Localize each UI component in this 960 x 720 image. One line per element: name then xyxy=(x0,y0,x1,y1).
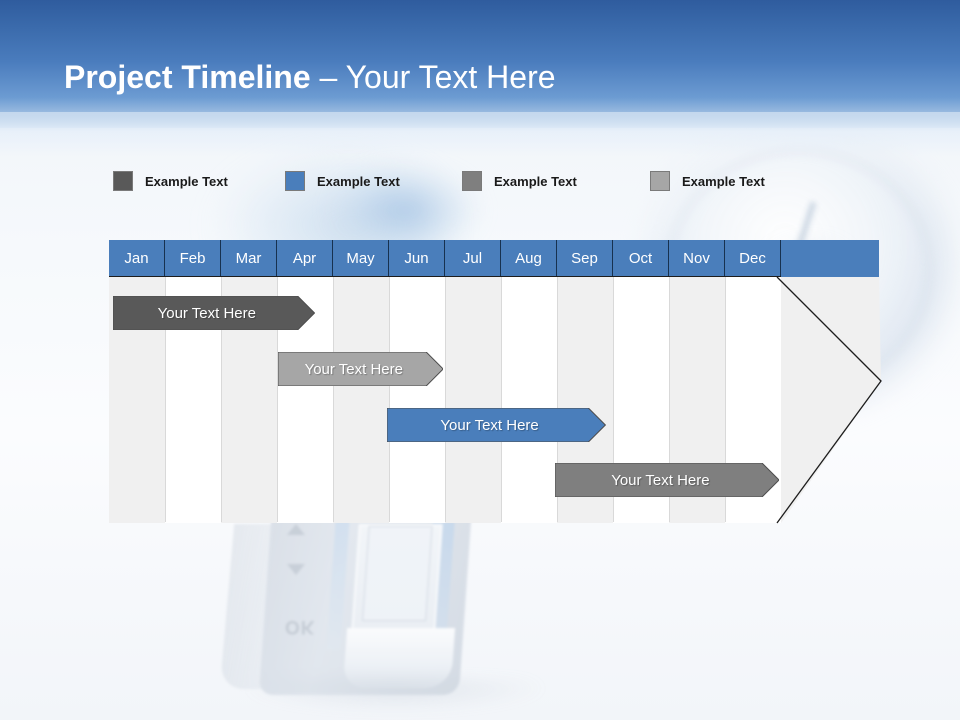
column-separator xyxy=(669,276,670,522)
month-header-cell-jul[interactable]: Jul xyxy=(445,240,501,276)
column-separator xyxy=(277,276,278,522)
column-separator xyxy=(221,276,222,522)
month-column-band xyxy=(109,240,165,523)
legend-swatch-icon xyxy=(113,171,133,191)
timeline-task-bar[interactable]: Your Text Here xyxy=(113,296,315,330)
legend-item[interactable]: Example Text xyxy=(462,170,577,192)
timeline-task-bar[interactable]: Your Text Here xyxy=(387,408,606,442)
month-column-band xyxy=(165,240,221,523)
device-screen xyxy=(351,524,443,633)
legend-item[interactable]: Example Text xyxy=(113,170,228,192)
title-band-fade xyxy=(0,112,960,156)
legend-swatch-icon xyxy=(462,171,482,191)
device-screen-inner xyxy=(362,526,433,621)
month-column-band xyxy=(445,240,501,523)
timeline-task-bar[interactable]: Your Text Here xyxy=(278,352,444,386)
month-column-band xyxy=(501,240,557,523)
column-separator xyxy=(725,276,726,522)
title-light-text: – Your Text Here xyxy=(310,59,556,95)
column-separator xyxy=(613,276,614,522)
header-underline xyxy=(109,276,781,277)
legend: Example Text Example Text Example Text Exam… xyxy=(113,170,873,194)
month-header-cell-may[interactable]: May xyxy=(333,240,389,276)
month-header-cell-nov[interactable]: Nov xyxy=(669,240,725,276)
month-header-cell-sep[interactable]: Sep xyxy=(557,240,613,276)
device-shadow xyxy=(245,678,545,712)
column-separator xyxy=(445,276,446,522)
month-header-cell-jan[interactable]: Jan xyxy=(109,240,165,276)
month-column-band xyxy=(221,240,277,523)
task-bar-label: Your Text Here xyxy=(440,416,539,434)
task-bar-label: Your Text Here xyxy=(611,471,710,489)
legend-item-label: Example Text xyxy=(494,173,577,189)
task-bar-fill xyxy=(113,296,315,330)
legend-swatch-icon xyxy=(285,171,305,191)
legend-swatch-icon xyxy=(650,171,670,191)
background-device-reflection: OK xyxy=(165,520,585,712)
task-bar-chevron-icon xyxy=(278,352,444,386)
month-header-cell-oct[interactable]: Oct xyxy=(613,240,669,276)
legend-item-label: Example Text xyxy=(317,173,400,189)
device-up-arrow-icon xyxy=(287,524,305,535)
legend-item[interactable]: Example Text xyxy=(650,170,765,192)
task-bar-fill xyxy=(278,352,444,386)
timeline-task-bar[interactable]: Your Text Here xyxy=(555,463,780,497)
month-header-cell-dec[interactable]: Dec xyxy=(725,240,781,276)
column-separator xyxy=(333,276,334,522)
column-separator xyxy=(557,276,558,522)
title-band xyxy=(0,0,960,128)
task-bar-label: Your Text Here xyxy=(157,304,256,322)
legend-item-label: Example Text xyxy=(145,173,228,189)
month-header-cell-mar[interactable]: Mar xyxy=(221,240,277,276)
title-strong-text: Project Timeline xyxy=(64,59,311,95)
column-separator xyxy=(389,276,390,522)
task-bar-label: Your Text Here xyxy=(304,360,403,378)
task-bar-chevron-icon xyxy=(113,296,315,330)
device-down-arrow-icon xyxy=(287,564,305,575)
legend-item-label: Example Text xyxy=(682,173,765,189)
task-bar-fill xyxy=(387,408,606,442)
column-separator xyxy=(501,276,502,522)
month-header-cell-apr[interactable]: Apr xyxy=(277,240,333,276)
task-bar-fill xyxy=(555,463,780,497)
month-header-cell-jun[interactable]: Jun xyxy=(389,240,445,276)
task-bar-chevron-icon xyxy=(555,463,780,497)
month-header-cell-aug[interactable]: Aug xyxy=(501,240,557,276)
device-ok-label: OK xyxy=(285,616,316,637)
page-title: Project Timeline – Your Text Here xyxy=(64,58,556,96)
task-bar-chevron-icon xyxy=(387,408,606,442)
month-header-cell-feb[interactable]: Feb xyxy=(165,240,221,276)
column-separator xyxy=(165,276,166,522)
legend-item[interactable]: Example Text xyxy=(285,170,400,192)
